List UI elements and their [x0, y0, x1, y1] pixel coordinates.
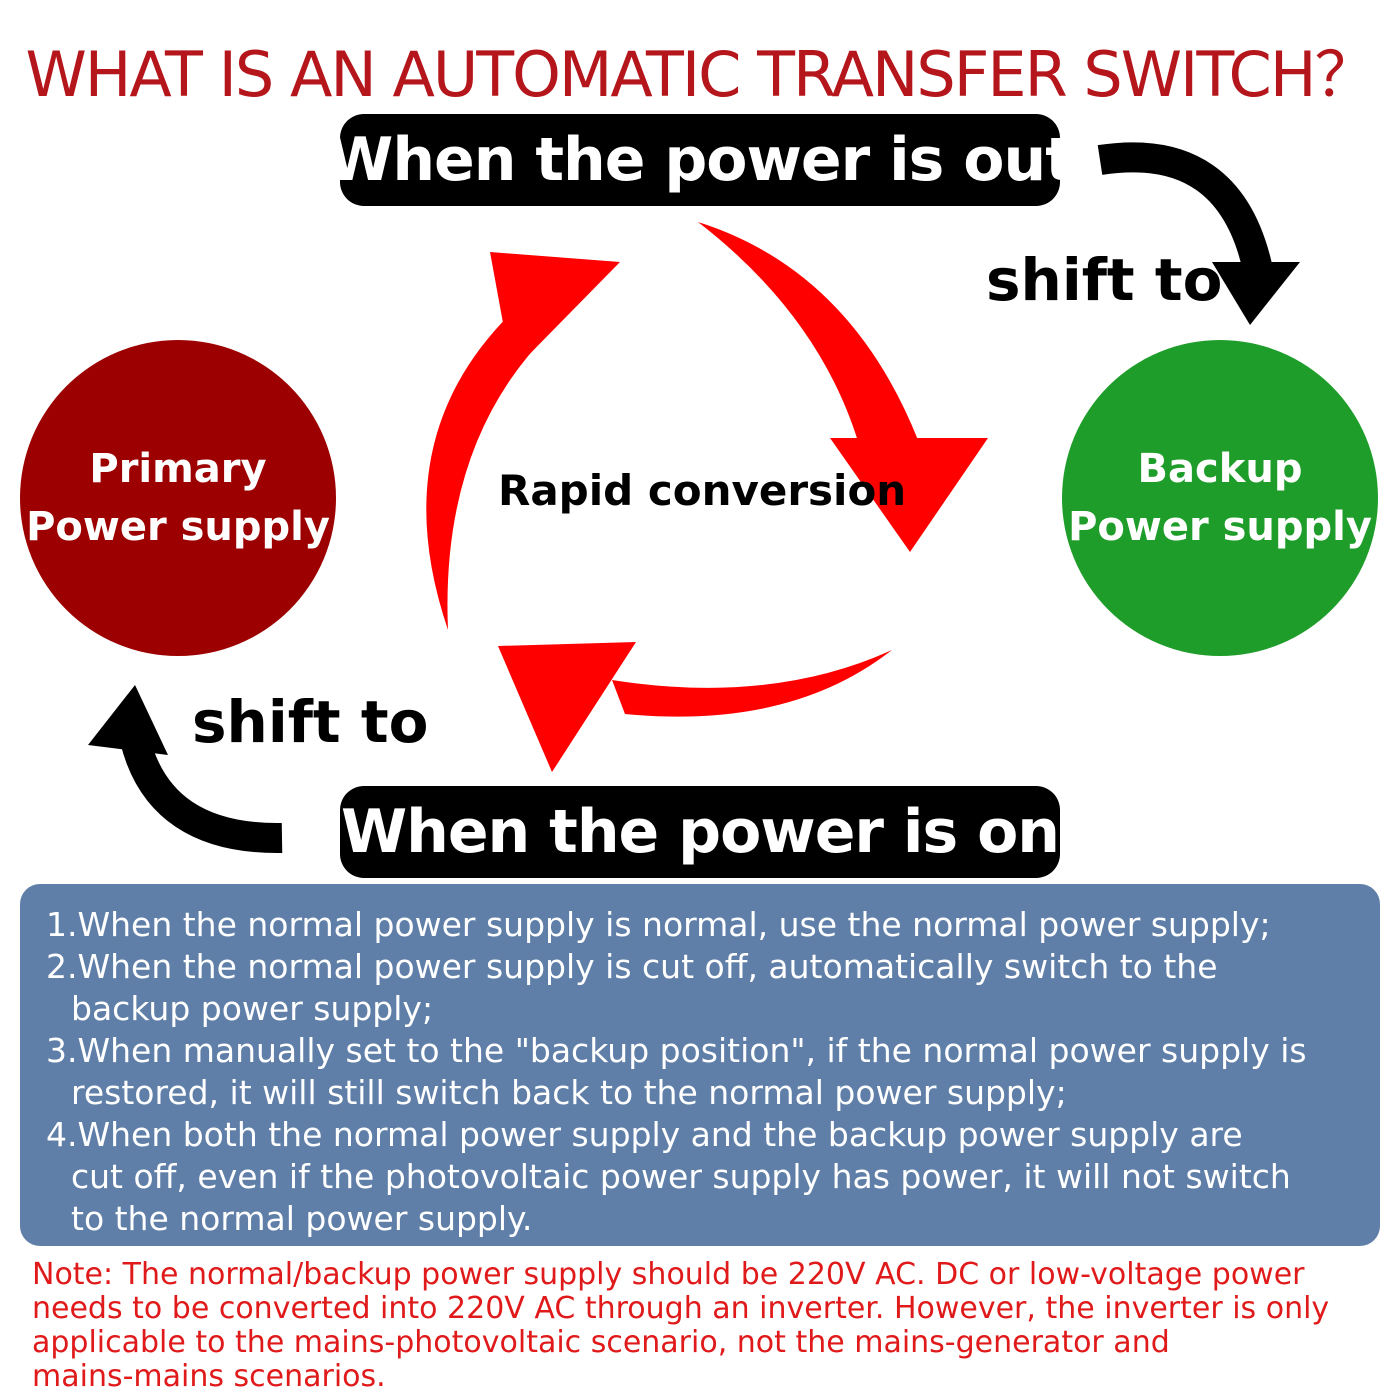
shift-to-label-top: shift to	[986, 246, 1223, 314]
info-item-4: 4.When both the normal power supply and …	[46, 1114, 1360, 1240]
primary-power-circle: Primary Power supply	[20, 340, 336, 656]
note-line4: mains-mains scenarios.	[32, 1359, 386, 1394]
backup-line1: Backup	[1137, 446, 1303, 492]
note-line2: needs to be converted into 220V AC throu…	[32, 1291, 1330, 1326]
info-item-4-line3: to the normal power supply.	[71, 1199, 533, 1238]
info-item-2-line2: backup power supply;	[71, 989, 434, 1028]
primary-line2: Power supply	[26, 504, 330, 550]
note-line3: applicable to the mains-photovoltaic sce…	[32, 1325, 1170, 1360]
shift-to-label-bottom: shift to	[192, 688, 429, 756]
info-item-4-line1: 4.When both the normal power supply and …	[46, 1115, 1243, 1154]
info-item-3: 3.When manually set to the "backup posit…	[46, 1030, 1360, 1114]
note-line1: Note: The normal/backup power supply sho…	[32, 1257, 1305, 1292]
info-item-2-line1: 2.When the normal power supply is cut of…	[46, 947, 1218, 986]
curved-arrow-right-down-icon	[1097, 142, 1300, 325]
info-item-2: 2.When the normal power supply is cut of…	[46, 946, 1360, 1030]
backup-line2: Power supply	[1068, 504, 1372, 550]
power-on-banner: When the power is on	[340, 786, 1060, 878]
info-item-1: 1.When the normal power supply is normal…	[46, 904, 1360, 946]
backup-power-circle: Backup Power supply	[1062, 340, 1378, 656]
cycle-arrow-icon	[426, 222, 988, 772]
primary-line1: Primary	[89, 446, 267, 492]
info-item-4-line2: cut off, even if the photovoltaic power …	[71, 1157, 1291, 1196]
power-out-label: When the power is out	[327, 125, 1074, 195]
curved-arrow-left-up-icon	[88, 685, 283, 854]
info-item-3-line2: restored, it will still switch back to t…	[71, 1073, 1067, 1112]
info-panel: 1.When the normal power supply is normal…	[20, 884, 1380, 1246]
rapid-conversion-label: Rapid conversion	[498, 466, 907, 515]
power-on-label: When the power is on	[340, 797, 1060, 867]
info-item-3-line1: 3.When manually set to the "backup posit…	[46, 1031, 1307, 1070]
page-title: WHAT IS AN AUTOMATIC TRANSFER SWITCH？	[25, 38, 1377, 111]
info-item-1-line1: 1.When the normal power supply is normal…	[46, 905, 1271, 944]
power-out-banner: When the power is out	[327, 114, 1074, 206]
note-text: Note: The normal/backup power supply sho…	[32, 1258, 1392, 1394]
